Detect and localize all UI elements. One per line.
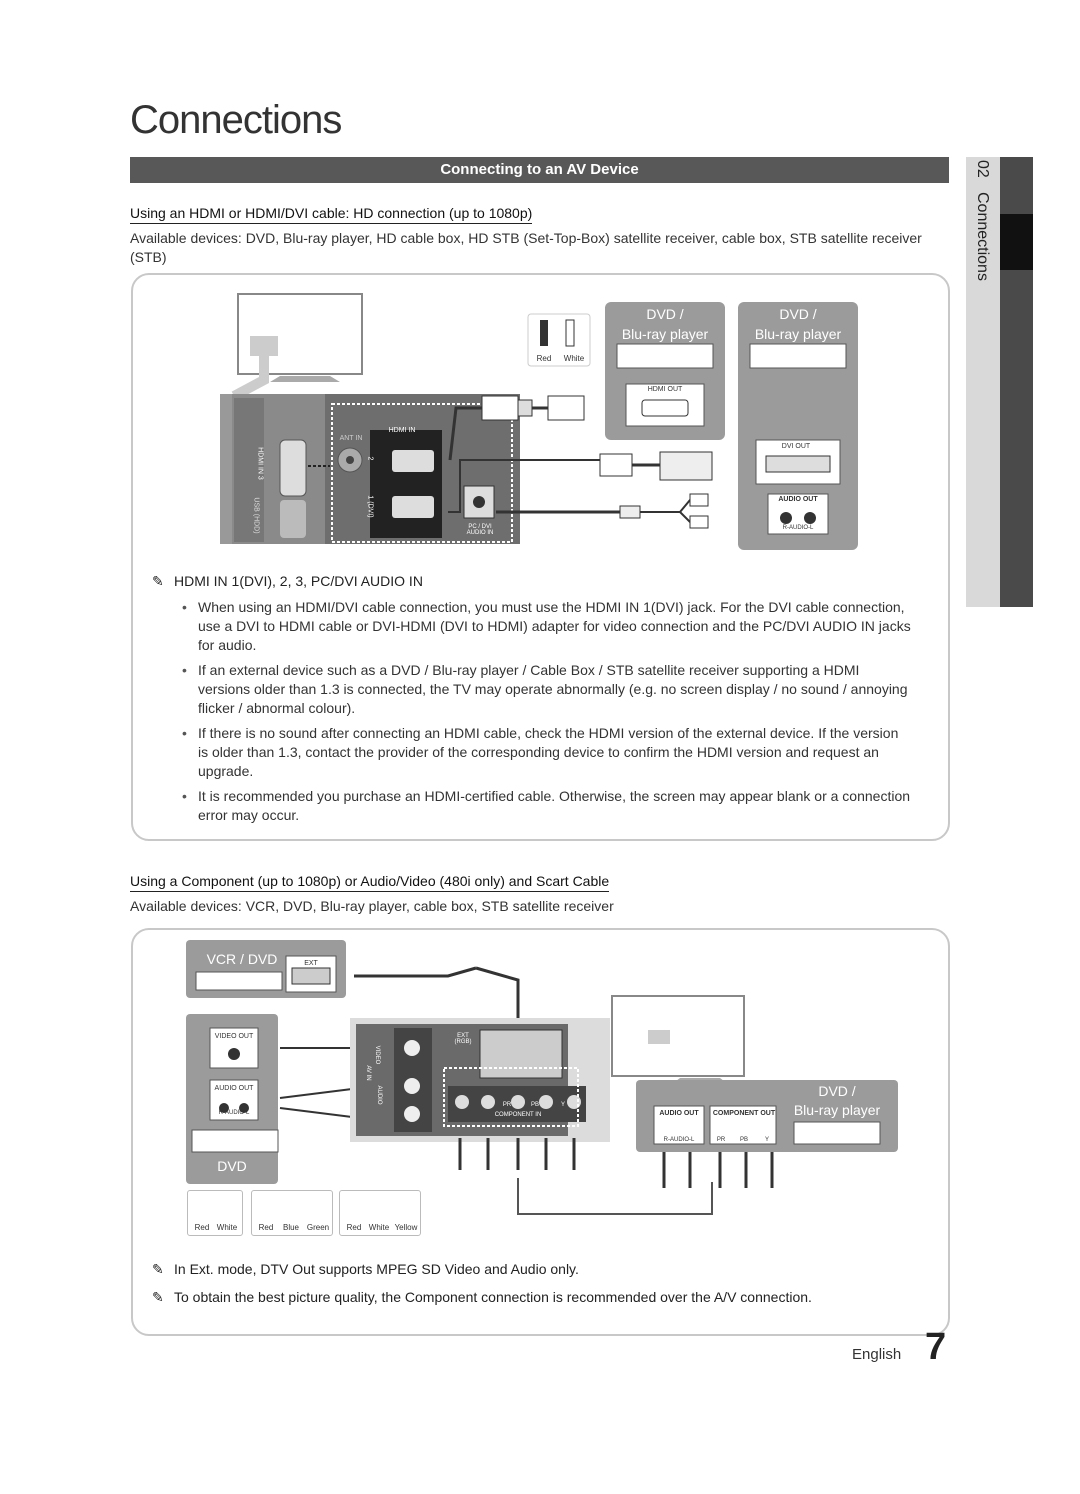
component-section-heading: Using a Component (up to 1080p) or Audio… <box>130 873 610 892</box>
component-note-1-line: ✎ In Ext. mode, DTV Out supports MPEG SD … <box>152 1260 579 1279</box>
hdmi-in-3-label: HDMI IN 3 <box>256 447 264 480</box>
tv-icon <box>237 293 363 382</box>
cable-white-label: White <box>563 354 585 363</box>
hdmi-connection-diagram <box>220 293 858 550</box>
legend-label: Green <box>306 1223 330 1232</box>
legend-red-white-yellow: Red White Yellow <box>339 1190 421 1236</box>
dvd-bluray-title: DVD / <box>818 1083 856 1099</box>
y-label-right: Y <box>764 1137 769 1143</box>
hdmi-out-label: HDMI OUT <box>647 386 683 393</box>
video-label: VIDEO <box>374 1045 380 1065</box>
pr-label-tv: PR <box>502 1102 512 1108</box>
hdmi-note-title: HDMI IN 1(DVI), 2, 3, PC/DVI AUDIO IN <box>174 573 423 589</box>
legend-label: White <box>368 1223 390 1232</box>
pb-label-tv: PB <box>530 1102 539 1108</box>
audio-out-label-right: AUDIO OUT <box>659 1110 699 1117</box>
device2-subtitle: Blu-ray player <box>754 326 842 342</box>
footer-language: English <box>852 1346 902 1363</box>
device2-title: DVD / <box>779 306 817 322</box>
hdmi-section-heading: Using an HDMI or HDMI/DVI cable: HD conn… <box>130 205 533 224</box>
dvi-plug <box>599 453 633 477</box>
hdmi-in-3-port <box>279 439 307 497</box>
component-note-2-line: ✎ To obtain the best picture quality, the… <box>152 1288 812 1307</box>
hdmi-bullet-list: When using an HDMI/DVI cable connection,… <box>182 598 912 831</box>
cable-red-label: Red <box>536 354 552 363</box>
port-1-dvi-label: 1 (DVI) <box>366 495 374 518</box>
dvd-bluray-subtitle: Blu-ray player <box>793 1102 881 1118</box>
scart-port <box>479 1029 563 1079</box>
video-out-label: VIDEO OUT <box>214 1033 254 1040</box>
note-pencil-icon: ✎ <box>152 573 164 589</box>
legend-label: Red <box>258 1223 274 1232</box>
hdmi-plug <box>481 395 519 421</box>
hdmi-in-1-dvi-port <box>392 496 434 518</box>
legend-label: White <box>216 1223 238 1232</box>
note-pencil-icon: ✎ <box>152 1289 164 1305</box>
side-tab-label: 02Connections <box>965 160 1001 310</box>
component-in-label: COMPONENT IN <box>494 1112 542 1118</box>
r-audio-l-label-left: R-AUDIO-L <box>218 1110 250 1116</box>
legend-label: Blue <box>282 1223 299 1232</box>
device1-subtitle: Blu-ray player <box>621 326 709 342</box>
tv-icon-right <box>611 995 745 1077</box>
pc-dvi-audio-in-label: PC / DVI AUDIO IN <box>466 524 494 536</box>
legend-red-blue-green: Red Blue Green <box>251 1190 333 1236</box>
section-header-bar: Connecting to an AV Device <box>130 157 949 183</box>
component-available-devices: Available devices: VCR, DVD, Blu-ray pla… <box>130 898 614 914</box>
page-title: Connections <box>130 98 342 142</box>
hdmi-bullet: It is recommended you purchase an HDMI-c… <box>182 787 912 825</box>
page-number: 7 <box>925 1326 947 1368</box>
legend-red-white: Red White <box>187 1190 243 1236</box>
component-note-1: In Ext. mode, DTV Out supports MPEG SD V… <box>174 1261 579 1277</box>
legend-label: Red <box>346 1223 362 1232</box>
r-audio-l-label-right: R-AUDIO-L <box>663 1137 695 1143</box>
ext-rgb-label: EXT (RGB) <box>454 1033 472 1045</box>
side-tab-number: 02 <box>974 160 991 178</box>
pr-label-right: PR <box>716 1137 726 1143</box>
hdmi-bullet: If an external device such as a DVD / Bl… <box>182 661 912 718</box>
hdmi-in-label: HDMI IN <box>388 427 416 434</box>
dvd-label: DVD <box>217 1158 247 1174</box>
r-audio-l-label: R-AUDIO-L <box>782 525 814 531</box>
note-pencil-icon: ✎ <box>152 1261 164 1277</box>
audio-label: AUDIO <box>376 1085 382 1105</box>
audio-out-label: AUDIO OUT <box>778 496 818 503</box>
legend-label: Red <box>194 1223 210 1232</box>
pb-label-right: PB <box>739 1137 748 1143</box>
legend-label: Yellow <box>394 1223 418 1232</box>
port-2-label: 2 <box>366 456 374 461</box>
component-out-label: COMPONENT OUT <box>712 1110 776 1117</box>
dvi-out-label: DVI OUT <box>781 443 811 450</box>
hdmi-bullet: If there is no sound after connecting an… <box>182 724 912 781</box>
ext-label: EXT <box>304 960 318 967</box>
hdmi-in-2-port <box>392 450 434 472</box>
hdmi-available-devices: Available devices: DVD, Blu-ray player, … <box>130 230 922 265</box>
side-tab-marker <box>1000 214 1033 270</box>
audio-out-label-left: AUDIO OUT <box>214 1085 254 1092</box>
hdmi-bullet: When using an HDMI/DVI cable connection,… <box>182 598 912 655</box>
side-tab <box>966 157 1000 607</box>
ant-in-label: ANT IN <box>339 435 363 442</box>
device1-title: DVD / <box>646 306 684 322</box>
vcr-dvd-label: VCR / DVD <box>206 951 278 967</box>
component-note-2: To obtain the best picture quality, the … <box>174 1289 812 1305</box>
av-in-label: AV IN <box>365 1065 371 1081</box>
usb-hdd-label: USB (HDD) <box>252 497 260 534</box>
side-tab-text: Connections <box>974 191 991 281</box>
hdmi-note-title-line: ✎ HDMI IN 1(DVI), 2, 3, PC/DVI AUDIO IN <box>152 572 423 591</box>
y-label-tv: Y <box>560 1102 565 1108</box>
component-connection-diagram <box>186 940 898 1215</box>
